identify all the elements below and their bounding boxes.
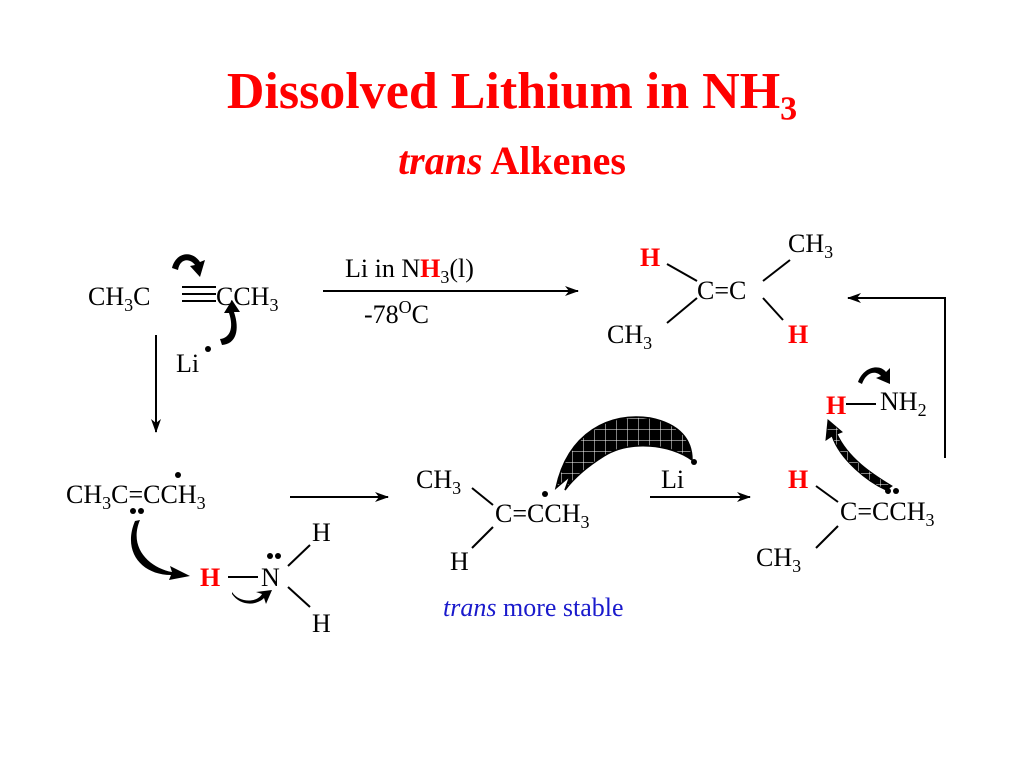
electron-arrow-anion-right — [825, 418, 893, 491]
n-lone-pair-b — [275, 553, 281, 559]
temperature-label: -78OC — [364, 297, 429, 329]
electron-arrow-top — [172, 254, 205, 277]
li-label-mid: Li — [661, 465, 684, 494]
trans-stable-note: trans more stable — [443, 593, 624, 622]
anion-lone-pair-b — [893, 488, 899, 494]
anion-lone-pair-a — [885, 488, 891, 494]
product-h-bottom: H — [788, 320, 808, 349]
n-lone-pair-a — [267, 553, 273, 559]
nh3-h-top: H — [312, 518, 331, 547]
vinyl-radical-dot — [542, 491, 548, 497]
electron-arrow-nh3 — [232, 590, 272, 604]
vinyl-ch3: CH3 — [416, 465, 461, 498]
nh3-h-red: H — [200, 563, 220, 592]
product-bonds — [666, 259, 791, 324]
nh2-h-red: H — [826, 391, 846, 420]
anion-ch3: CH3 — [756, 543, 801, 576]
lone-pair-dot-1b — [138, 508, 144, 514]
electron-arrow-li — [220, 300, 240, 345]
nh3-h-bottom: H — [312, 609, 331, 638]
slide-subtitle: trans Alkenes — [0, 138, 1024, 184]
return-arrow — [847, 293, 946, 458]
butyne-ch3c: CH3C — [88, 282, 150, 315]
li-label-top: Li — [176, 349, 199, 378]
nh3-bonds — [287, 544, 311, 608]
electron-arrow-anion — [130, 520, 190, 580]
electron-arrow-nh2 — [858, 367, 890, 384]
vinyl-h: H — [450, 547, 469, 576]
slide-title: Dissolved Lithium in NH3 — [0, 62, 1024, 139]
product-h-top: H — [640, 243, 660, 272]
lone-pair-dot-1a — [130, 508, 136, 514]
vinyl-ceqc: C=CCH3 — [495, 499, 589, 532]
anion-h-red: H — [788, 465, 808, 494]
radical-dot-1 — [175, 472, 181, 478]
title-subscript: 3 — [780, 90, 798, 128]
li-radical-dot-mid — [691, 459, 697, 465]
product-ceqc: C=C — [697, 276, 746, 305]
nh3-n: N — [261, 563, 280, 592]
triple-bond — [182, 286, 216, 302]
subtitle-rest: Alkenes — [482, 138, 626, 183]
subtitle-italic: trans — [398, 138, 483, 183]
anion-bonds — [815, 485, 839, 549]
product-ch3-bottom: CH3 — [607, 320, 652, 353]
product-ch3-top: CH3 — [788, 229, 833, 262]
butyne-cch3: CCH3 — [216, 282, 278, 315]
reagent-label: Li in NH3(l) — [345, 254, 474, 287]
anion-ceqc: C=CCH3 — [840, 497, 934, 530]
li-radical-dot — [205, 346, 211, 352]
nh2-label: NH2 — [880, 387, 927, 420]
title-text: Dissolved Lithium in NH — [226, 63, 781, 120]
vinyl-bonds — [471, 487, 494, 549]
radical-anion: CH3C=CCH3 — [66, 480, 206, 513]
